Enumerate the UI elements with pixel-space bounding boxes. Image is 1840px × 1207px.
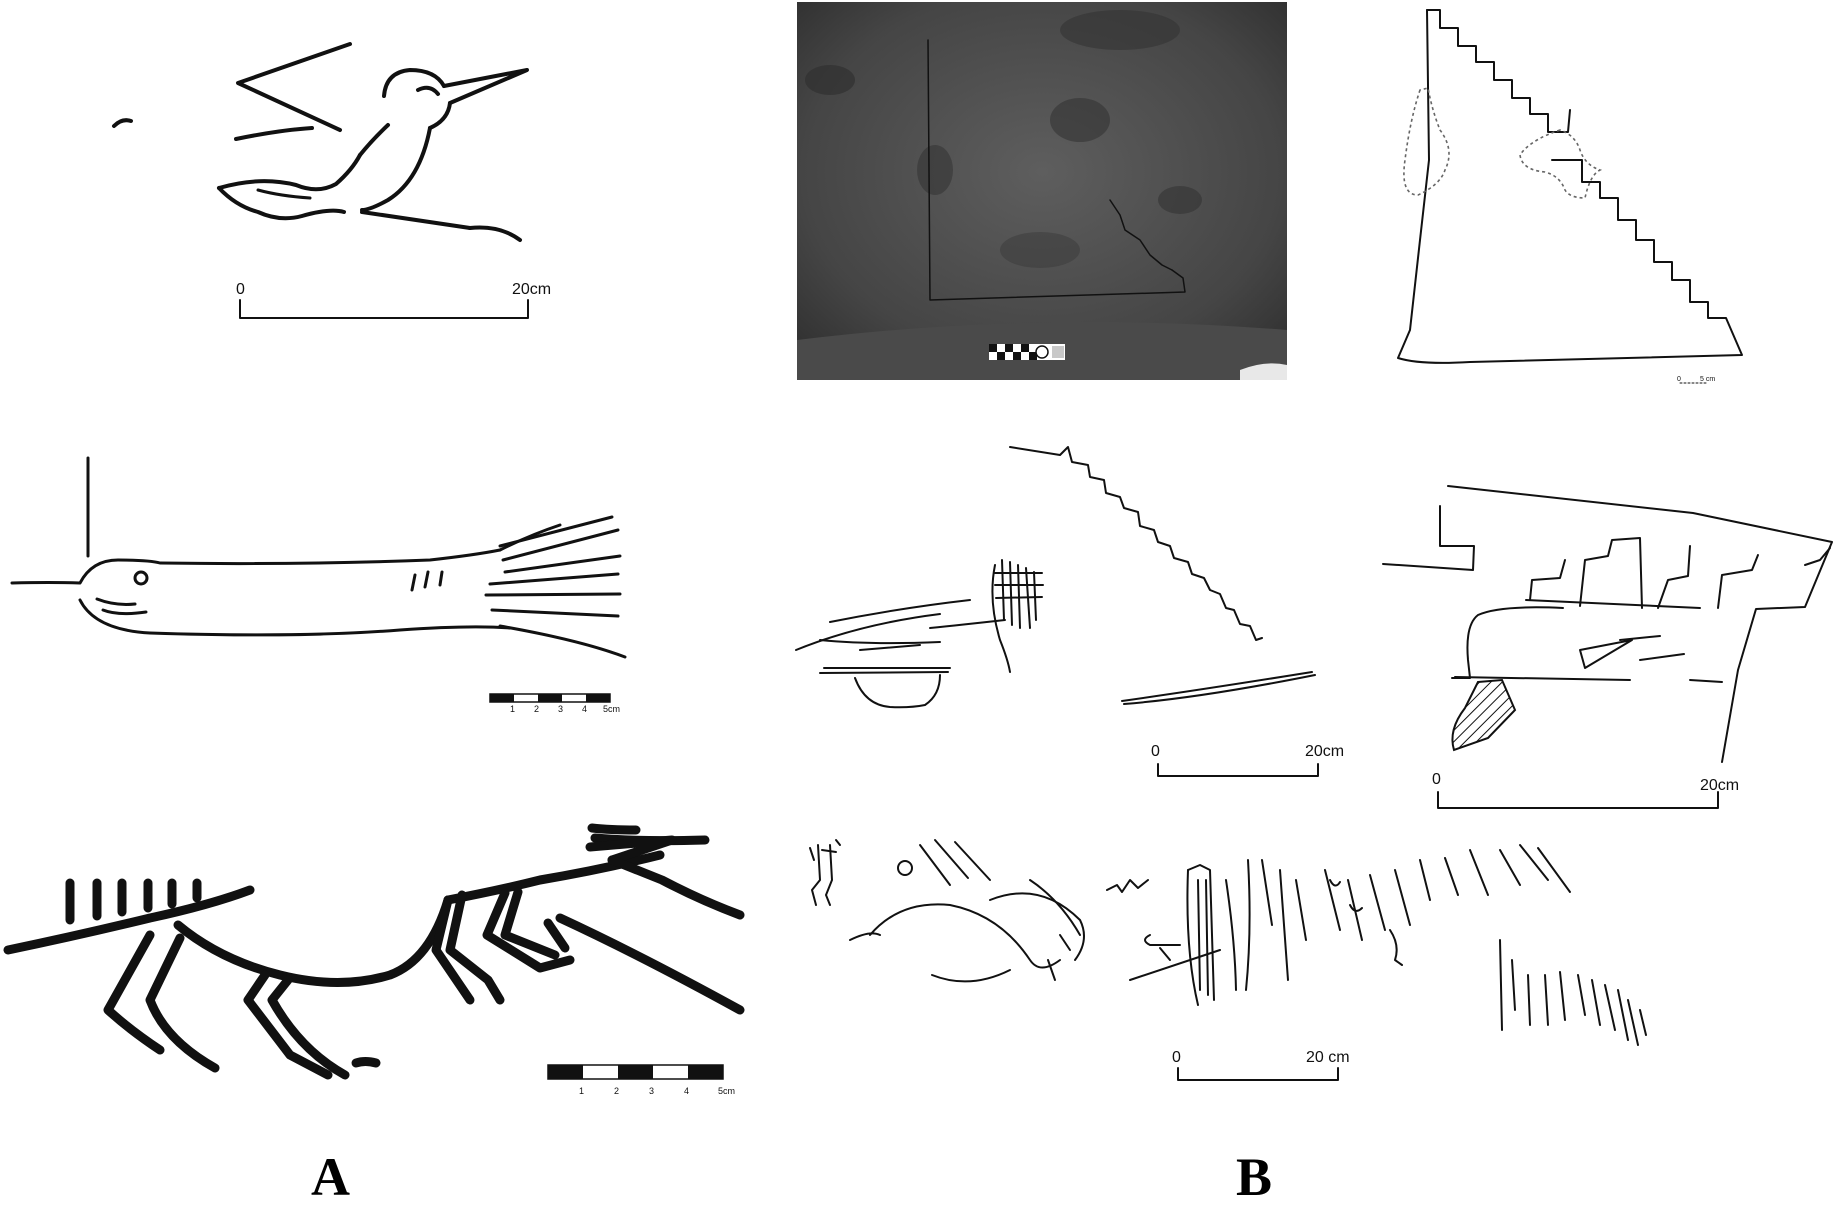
fish-drawing	[10, 456, 627, 659]
photo-scale-card	[989, 344, 1065, 360]
deer-scale-tick-5: 5cm	[718, 1086, 735, 1096]
tiny-scale-bar: 0 5 cm	[1677, 376, 1715, 384]
houses-scale-zero: 0	[1432, 771, 1441, 788]
tiny-scale-end: 5 cm	[1700, 376, 1715, 383]
deer-scale-tick-4: 4	[684, 1086, 689, 1096]
scene-scale-end: 20 cm	[1306, 1049, 1350, 1066]
fish-scale-bar: 1 2 3 4 5cm	[489, 693, 620, 714]
steps-line-drawing	[795, 446, 1316, 709]
scene-scale-bar: 0 20 cm	[1172, 1049, 1350, 1081]
rock-photo	[797, 2, 1287, 380]
tiny-scale-zero: 0	[1677, 376, 1681, 383]
panel-label-a: A	[311, 1147, 350, 1207]
bird-scale-end: 20cm	[512, 281, 551, 298]
stepped-triangle-drawing: 0 5 cm	[1397, 9, 1743, 384]
scene-scale-zero: 0	[1172, 1049, 1181, 1066]
steps-scale-end: 20cm	[1305, 743, 1344, 760]
fish-scale-tick-4: 4	[582, 704, 587, 714]
panel-label-b: B	[1236, 1147, 1273, 1207]
deer-scale-tick-2: 2	[614, 1086, 619, 1096]
fish-scale-tick-5: 5cm	[603, 704, 620, 714]
steps-scale-bar: 0 20cm	[1151, 743, 1344, 777]
bird-scale-zero: 0	[236, 281, 245, 298]
deer-drawing	[3, 823, 745, 1080]
houses-drawing	[1382, 485, 1833, 763]
bird-scale-bar: 0 20cm	[236, 281, 551, 319]
deer-scale-bar: 1 2 3 4 5cm	[547, 1064, 735, 1096]
steps-scale-zero: 0	[1151, 743, 1160, 760]
fish-scale-tick-2: 2	[534, 704, 539, 714]
scene-drawing	[809, 839, 1647, 1046]
fish-scale-tick-1: 1	[510, 704, 515, 714]
deer-scale-tick-3: 3	[649, 1086, 654, 1096]
bird-drawing	[112, 42, 529, 242]
houses-scale-end: 20cm	[1700, 777, 1739, 794]
houses-scale-bar: 0 20cm	[1432, 771, 1739, 809]
fish-scale-tick-3: 3	[558, 704, 563, 714]
deer-scale-tick-1: 1	[579, 1086, 584, 1096]
